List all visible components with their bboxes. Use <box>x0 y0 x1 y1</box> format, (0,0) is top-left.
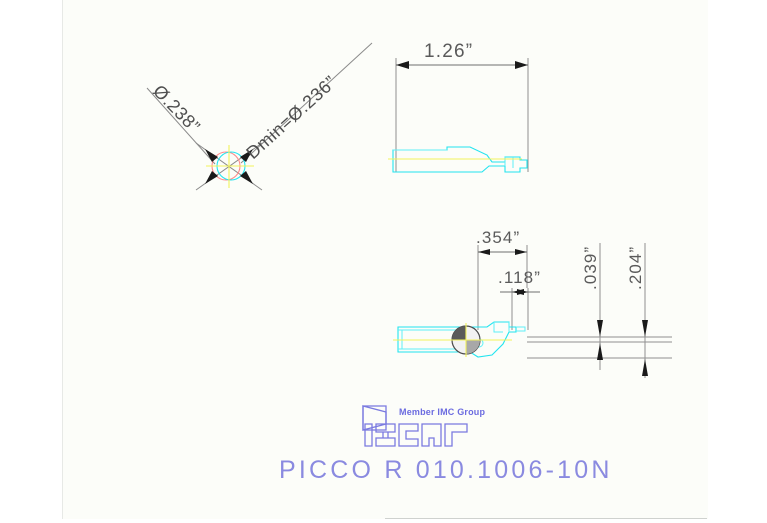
sheet-bottom-rule <box>385 518 707 519</box>
section-symbol-quadrant-nw <box>452 326 466 340</box>
dim-shank-height-label: .204” <box>626 246 645 290</box>
section-symbol-quadrant-se <box>466 340 480 354</box>
detail-arrow-204-bottom <box>642 359 648 376</box>
dim-min-bore-label: Dmin=Ø.236” <box>242 72 340 163</box>
side-arrow-left <box>396 61 409 69</box>
detail-arrow-354-right <box>515 249 527 255</box>
detail-arrow-039-bottom <box>597 343 603 360</box>
leader-min-bore <box>240 42 373 164</box>
dim-insert-width-label: .118” <box>498 268 541 287</box>
logo-letter-c <box>398 423 419 447</box>
leader-bore-diameter <box>146 87 216 165</box>
front-arrow-ne <box>240 149 253 162</box>
logo-letter-s <box>375 423 396 447</box>
front-arrow-se <box>240 171 253 184</box>
side-profile-view: 1.26” <box>388 41 529 173</box>
cutting-head-detail-view: .354” .118” .039” .204” <box>393 228 672 378</box>
imc-group-tagline: Member IMC Group <box>399 407 486 417</box>
logo-letter-r <box>444 423 468 447</box>
detail-insert-seat <box>493 322 503 333</box>
detail-arrow-354-left <box>478 249 490 255</box>
detail-arrow-039-top <box>597 320 603 337</box>
dim-bore-diameter-label: Ø.238” <box>149 81 204 137</box>
logo-sail-inner <box>362 405 387 431</box>
dim-head-length-label: .354” <box>476 228 520 247</box>
dim-cutting-depth-label: .039” <box>581 246 600 290</box>
detail-tip-nose <box>516 326 526 332</box>
side-arrow-right <box>515 61 528 69</box>
detail-arrow-204-top <box>642 320 648 337</box>
detail-arrow-118-right <box>517 289 528 295</box>
iscar-logo: Member IMC Group <box>362 405 486 447</box>
front-arrow-sw <box>205 171 218 184</box>
page-title: PICCO R 010.1006-10N <box>279 456 613 484</box>
side-tool-profile <box>392 146 528 173</box>
front-end-view: Ø.238” Dmin=Ø.236” <box>146 42 373 191</box>
logo-letter-i <box>364 423 373 447</box>
dim-overall-length-label: 1.26” <box>424 41 473 62</box>
logo-letter-a <box>421 423 442 447</box>
front-arrow-nw <box>205 149 218 162</box>
